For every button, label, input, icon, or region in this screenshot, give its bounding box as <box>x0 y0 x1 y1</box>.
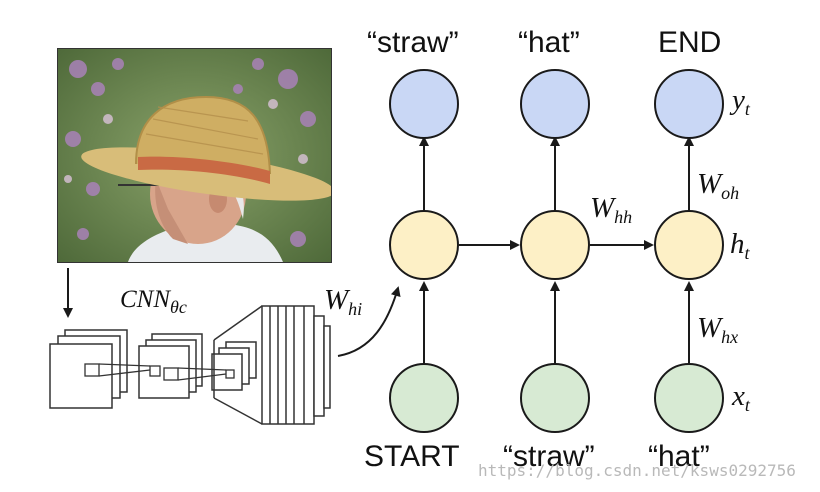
hidden-node-1 <box>389 210 459 280</box>
label-whx: Whx <box>697 312 739 347</box>
input-token-1: START <box>364 440 460 473</box>
output-token-1: “straw” <box>367 26 459 59</box>
input-token-3: “hat” <box>648 440 710 473</box>
output-nodes <box>389 69 724 139</box>
hidden-node-2 <box>520 210 590 280</box>
cnn-layer-3 <box>211 341 257 391</box>
label-cnn: CNNθc <box>120 286 187 317</box>
straw-hat-photo <box>57 48 332 263</box>
label-whi: Whi <box>324 284 363 319</box>
label-woh: Woh <box>697 168 740 203</box>
whi-arrow <box>337 286 401 357</box>
cnn-receptive-fields <box>84 363 235 381</box>
output-node-2 <box>520 69 590 139</box>
label-ht: ht <box>730 228 750 263</box>
hidden-to-output-arrows <box>419 136 694 211</box>
label-yt: yt <box>732 84 750 119</box>
cnn-fc-block <box>213 305 331 425</box>
input-token-2: “straw” <box>503 440 595 473</box>
cnn-layer-1 <box>49 329 128 409</box>
input-nodes <box>389 363 724 433</box>
hidden-nodes <box>389 210 724 280</box>
output-token-2: “hat” <box>518 26 580 59</box>
hidden-node-3 <box>654 210 724 280</box>
watermark: https://blog.csdn.net/ksws0292756 <box>478 461 796 480</box>
output-node-3 <box>654 69 724 139</box>
label-xt: xt <box>732 380 750 415</box>
input-to-hidden-arrows <box>419 281 694 365</box>
label-whh: Whh <box>590 192 633 227</box>
input-node-1 <box>389 363 459 433</box>
output-token-3: END <box>658 26 722 59</box>
input-node-2 <box>520 363 590 433</box>
output-node-1 <box>389 69 459 139</box>
input-node-3 <box>654 363 724 433</box>
